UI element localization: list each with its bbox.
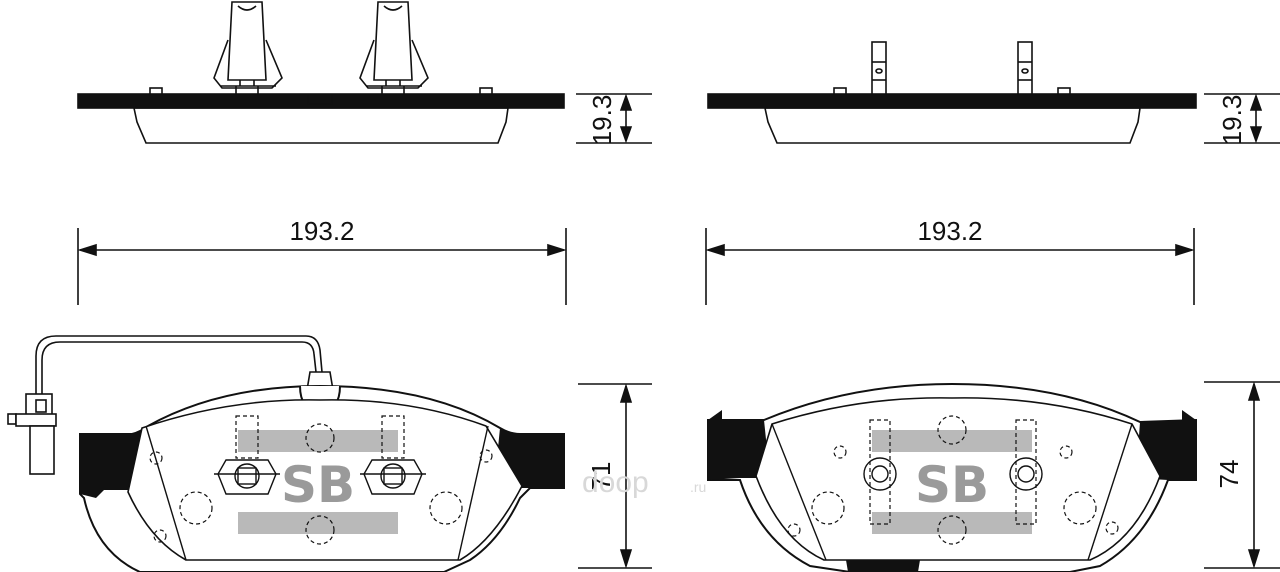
left-friction-block [133,107,509,144]
watermark-main: doop [582,466,649,499]
right-height-dimension [1204,381,1280,569]
watermark: doop .ru [582,466,706,499]
right-backing-plate [707,93,1197,109]
right-guide-pin-2 [1017,41,1033,95]
right-logo-band-bottom [872,512,1032,534]
left-width-label: 193.2 [289,216,354,246]
right-side-view [707,41,1280,144]
left-logo-band-bottom [238,512,398,534]
left-backing-plate [77,93,565,109]
right-thickness-label: 19.3 [1217,95,1247,146]
left-front-view [7,335,565,572]
right-height-label: 74 [1214,460,1244,489]
left-height-dimension [578,383,652,569]
right-logo: SB [915,456,989,514]
left-spring-clip-2 [359,1,429,94]
left-side-view [77,1,652,144]
right-pin-front-2 [1009,457,1043,491]
left-width-dimension [77,228,567,305]
left-thickness-label: 19.3 [587,95,617,146]
right-width-label: 193.2 [917,216,982,246]
left-logo-band-top [238,430,398,452]
left-clip-front-2 [360,459,426,495]
right-guide-pin-1 [871,41,887,95]
right-front-view [707,382,1197,572]
watermark-suffix: .ru [690,479,706,495]
right-friction-face [755,397,1161,561]
left-spring-clip-1 [213,1,283,94]
left-height-label: 71 [586,462,616,491]
left-clip-front-1 [214,459,280,495]
left-friction-face [127,399,523,561]
right-width-dimension [705,228,1195,305]
left-logo: SB [281,456,355,514]
right-logo-band-top [872,430,1032,452]
right-friction-block [764,107,1141,144]
right-pin-front-1 [863,457,897,491]
